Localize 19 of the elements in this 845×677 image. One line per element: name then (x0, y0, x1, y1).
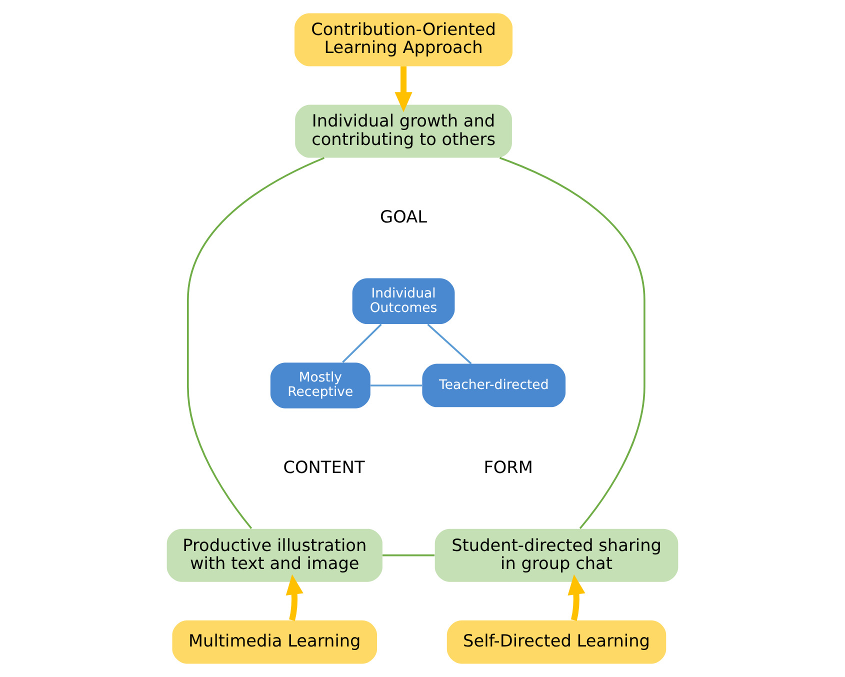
connector (342, 324, 382, 363)
node-box: Mostly Receptive (270, 362, 370, 408)
label: CONTENT (283, 457, 365, 478)
connector (187, 157, 325, 529)
node-box: Contribution-Oriented Learning Approach (294, 13, 513, 66)
arrow (394, 66, 412, 112)
node-box: Productive illustration with text and image (166, 528, 382, 582)
connector (499, 157, 646, 530)
connector (427, 324, 472, 364)
label: FORM (484, 457, 533, 478)
node-box: Self-Directed Learning (446, 620, 666, 664)
node-box: Individual Outcomes (352, 278, 455, 324)
node-box: Multimedia Learning (172, 620, 378, 664)
node-box: Student-directed sharing in group chat (434, 528, 678, 582)
node-box: Teacher-directed (422, 364, 566, 408)
label: GOAL (380, 206, 428, 226)
connector (382, 554, 435, 556)
connector (370, 384, 422, 386)
node-box: Individual growth and contributing to others (295, 104, 512, 158)
